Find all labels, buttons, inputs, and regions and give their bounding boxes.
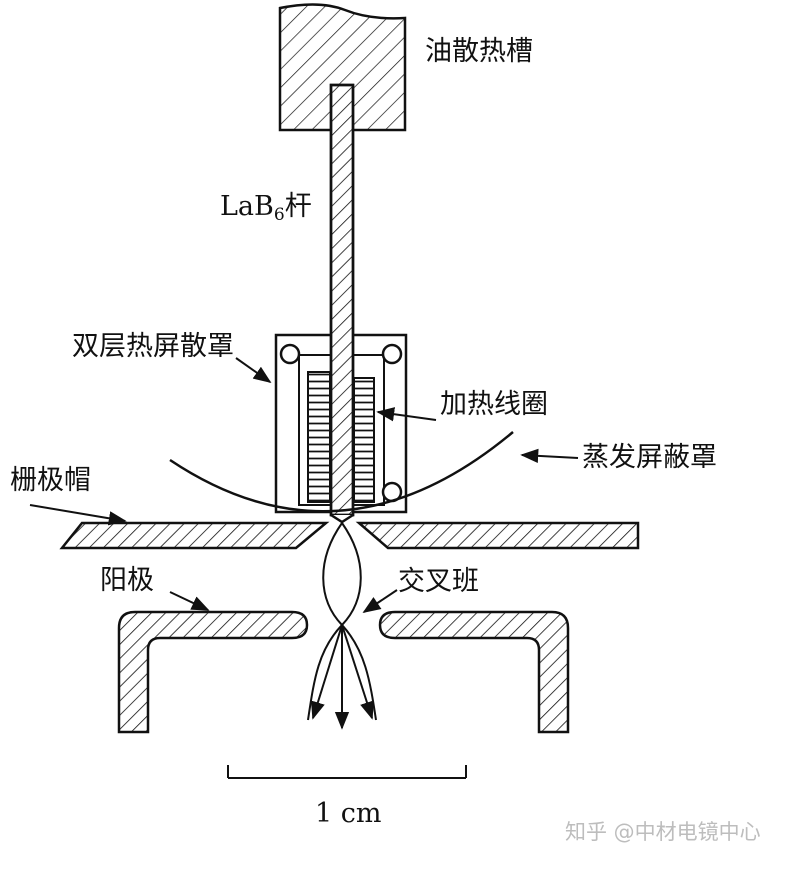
label-crossover: 交叉班: [398, 566, 479, 597]
electron-beam: [307, 522, 377, 730]
lab6-rod: [329, 83, 355, 524]
grid-cap: [59, 521, 640, 550]
label-lab6-subscript: 6: [273, 205, 285, 225]
label-heater-coil: 加热线圈: [440, 389, 548, 420]
evaporation-shield: [169, 431, 514, 513]
anode: [117, 610, 570, 734]
label-lab6-suffix: 杆: [284, 191, 312, 222]
label-lab6-main: LaB: [220, 191, 274, 222]
heater-coils: [307, 371, 375, 503]
leader-arrows: [29, 357, 579, 613]
label-evaporation-shield: 蒸发屏蔽罩: [582, 442, 717, 473]
heat-sink-block: [278, 3, 407, 132]
label-scale: 1 cm: [315, 798, 382, 829]
label-heat-shield: 双层热屏散罩: [72, 331, 234, 362]
watermark: 知乎 @中材电镜中心: [565, 820, 761, 844]
label-heat-sink: 油散热槽: [425, 36, 533, 67]
label-anode: 阳极: [100, 565, 154, 596]
heat-shield-assembly: [274, 333, 408, 514]
label-grid-cap: 栅极帽: [10, 465, 91, 496]
scale-bar: [227, 765, 467, 779]
label-lab6-rod: LaB6杆: [220, 193, 312, 224]
